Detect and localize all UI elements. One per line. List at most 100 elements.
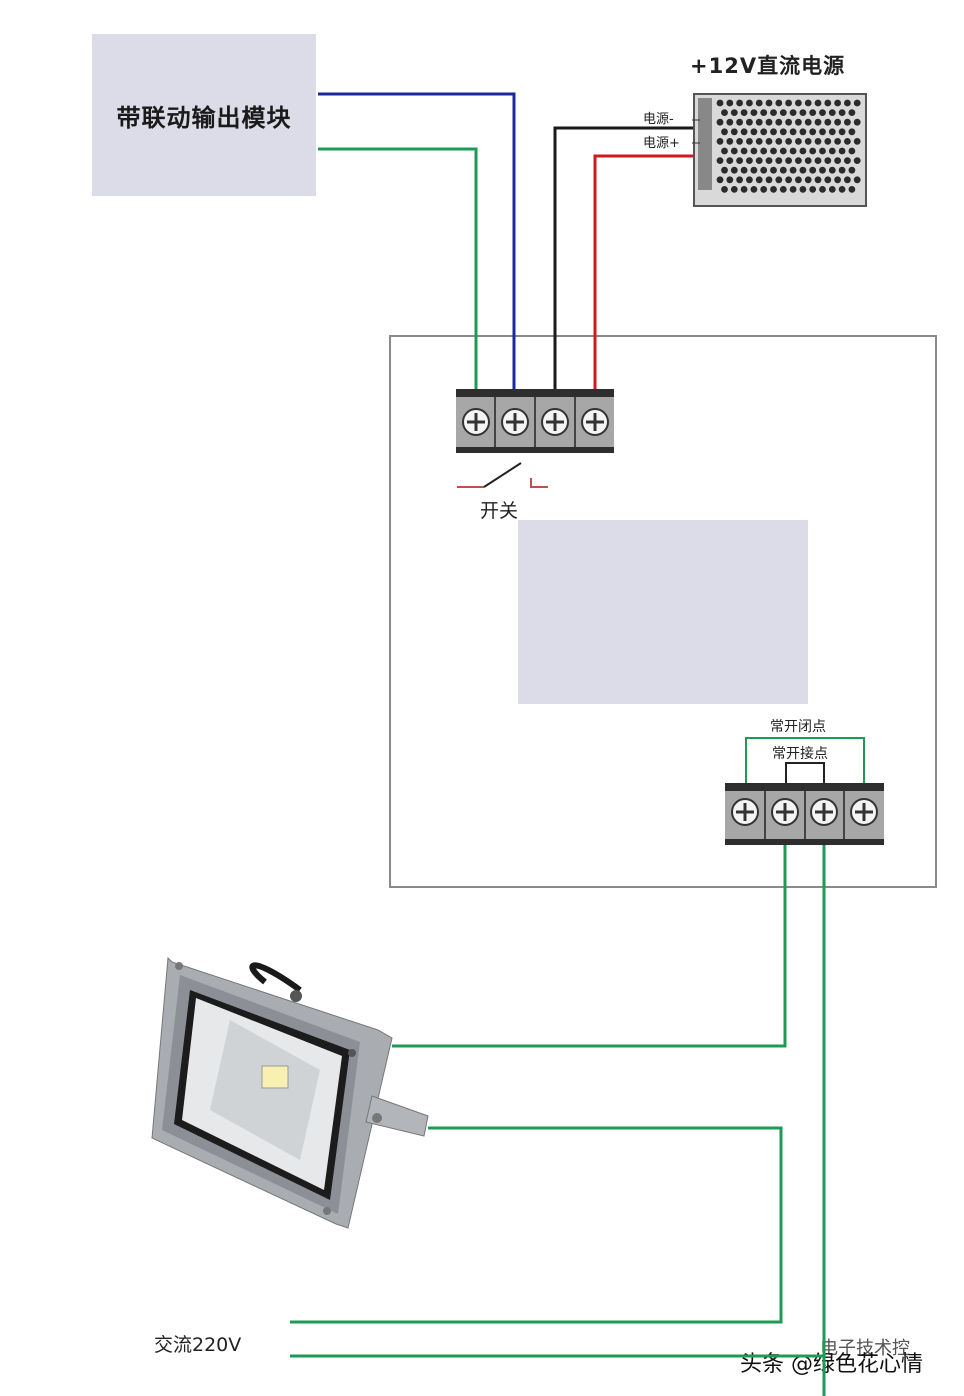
vent-hole bbox=[730, 147, 738, 155]
vent-hole bbox=[760, 166, 768, 174]
watermark-logo: 电子技术控 bbox=[820, 1338, 910, 1359]
vent-hole bbox=[804, 157, 812, 165]
vent-hole bbox=[799, 109, 807, 116]
vent-hole bbox=[746, 138, 753, 145]
vent-hole bbox=[838, 147, 846, 155]
vent-hole bbox=[853, 118, 861, 126]
vent-hole bbox=[799, 186, 807, 193]
vent-hole bbox=[730, 109, 738, 116]
vent-hole bbox=[770, 128, 777, 136]
vent-hole bbox=[834, 138, 841, 145]
vent-hole bbox=[750, 109, 758, 116]
vent-hole bbox=[848, 109, 856, 116]
vent-hole bbox=[721, 147, 728, 155]
vent-hole bbox=[726, 99, 734, 107]
vent-hole bbox=[779, 186, 787, 193]
vent-hole bbox=[779, 166, 787, 174]
vent-hole bbox=[804, 118, 812, 126]
screw-icon bbox=[541, 408, 569, 436]
vent-hole bbox=[716, 138, 724, 145]
vent-hole bbox=[721, 109, 728, 116]
vent-hole bbox=[736, 176, 743, 184]
vent-hole bbox=[736, 99, 743, 107]
vent-hole bbox=[834, 157, 841, 165]
vent-hole bbox=[775, 99, 783, 107]
vent-hole bbox=[765, 157, 773, 165]
vent-hole bbox=[726, 176, 734, 184]
top-terminal-block bbox=[456, 389, 614, 453]
switch-symbol bbox=[457, 462, 548, 488]
vent-hole bbox=[765, 118, 773, 126]
vent-hole bbox=[799, 128, 807, 136]
vent-hole bbox=[844, 118, 851, 126]
screw-icon bbox=[771, 798, 799, 826]
wire-red-psu bbox=[593, 154, 700, 392]
vent-hole bbox=[795, 99, 802, 107]
power-supply-unit bbox=[692, 93, 867, 207]
vent-hole bbox=[750, 166, 758, 174]
vent-hole bbox=[770, 147, 777, 155]
vent-hole bbox=[716, 99, 724, 107]
vent-hole bbox=[785, 118, 792, 126]
vent-hole bbox=[740, 128, 748, 136]
vent-hole bbox=[828, 166, 836, 174]
vent-hole bbox=[819, 186, 826, 193]
psu-terminal-minus-label: 电源- bbox=[643, 112, 674, 127]
vent-hole bbox=[838, 166, 846, 174]
vent-hole bbox=[804, 99, 812, 107]
wire-green-lamp-ac bbox=[290, 1126, 783, 1324]
vent-hole bbox=[755, 118, 763, 126]
vent-hole bbox=[844, 157, 851, 165]
vent-hole bbox=[740, 109, 748, 116]
vent-hole bbox=[726, 118, 734, 126]
vent-hole bbox=[760, 109, 768, 116]
vent-hole bbox=[736, 118, 743, 126]
vent-hole bbox=[834, 118, 841, 126]
vent-hole bbox=[819, 128, 826, 136]
vent-hole bbox=[721, 186, 728, 193]
vent-hole bbox=[740, 166, 748, 174]
screw-icon bbox=[501, 408, 529, 436]
wire-black-psu bbox=[553, 126, 700, 392]
vent-hole bbox=[848, 186, 856, 193]
vent-hole bbox=[785, 176, 792, 184]
vent-hole bbox=[824, 118, 832, 126]
contact-no-label: 常开接点 bbox=[772, 746, 828, 762]
vent-hole bbox=[716, 157, 724, 165]
vent-hole bbox=[824, 138, 832, 145]
vent-hole bbox=[750, 128, 758, 136]
vent-hole bbox=[828, 147, 836, 155]
vent-hole bbox=[760, 147, 768, 155]
vent-hole bbox=[838, 109, 846, 116]
vent-hole bbox=[785, 138, 792, 145]
vent-hole bbox=[775, 176, 783, 184]
vent-hole bbox=[721, 128, 728, 136]
wire-green-relay-lamp bbox=[392, 845, 787, 1048]
vent-hole bbox=[853, 99, 861, 107]
vent-hole bbox=[726, 157, 734, 165]
vent-hole bbox=[834, 99, 841, 107]
vent-hole bbox=[760, 186, 768, 193]
vent-hole bbox=[716, 118, 724, 126]
vent-hole bbox=[809, 186, 817, 193]
vent-hole bbox=[814, 99, 822, 107]
vent-hole bbox=[824, 176, 832, 184]
vent-hole bbox=[775, 118, 783, 126]
vent-hole bbox=[770, 109, 777, 116]
vent-hole bbox=[770, 166, 777, 174]
vent-hole bbox=[746, 157, 753, 165]
vent-hole bbox=[795, 138, 802, 145]
vent-hole bbox=[789, 186, 797, 193]
vent-hole bbox=[726, 138, 734, 145]
vent-hole bbox=[799, 166, 807, 174]
module-label: 带联动输出模块 bbox=[116, 104, 292, 132]
vent-hole bbox=[755, 99, 763, 107]
vent-hole bbox=[740, 147, 748, 155]
vent-hole bbox=[828, 186, 836, 193]
vent-hole bbox=[785, 99, 792, 107]
wire-green-module bbox=[318, 147, 478, 392]
vent-hole bbox=[755, 157, 763, 165]
vent-hole bbox=[716, 176, 724, 184]
vent-hole bbox=[853, 138, 861, 145]
contact-nc-label: 常开闭点 bbox=[770, 719, 826, 735]
